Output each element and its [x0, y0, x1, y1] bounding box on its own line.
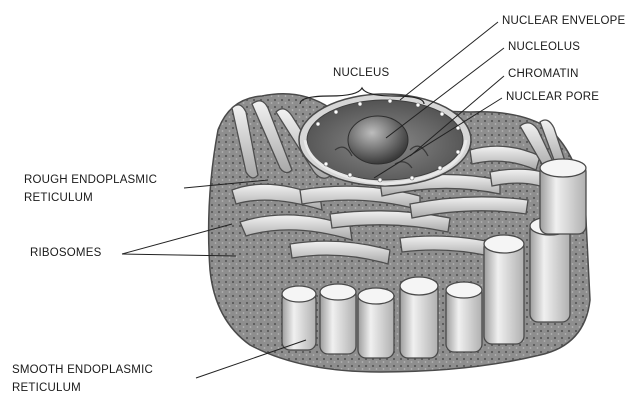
- label-nucleus: NUCLEUS: [333, 65, 389, 82]
- tube-8: [540, 159, 586, 234]
- label-chromatin: CHROMATIN: [508, 66, 579, 83]
- label-smooth-er-line2: RETICULUM: [12, 380, 81, 397]
- label-nucleolus: NUCLEOLUS: [508, 39, 580, 56]
- label-rough-er-line2: RETICULUM: [24, 190, 93, 207]
- label-ribosomes: RIBOSOMES: [30, 245, 101, 262]
- nucleolus-body: [348, 116, 408, 164]
- tube-2: [320, 284, 356, 354]
- tube-4: [400, 277, 438, 358]
- label-rough-er-line1: ROUGH ENDOPLASMIC: [24, 172, 157, 189]
- tube-1: [282, 286, 316, 350]
- nucleus: [299, 94, 471, 186]
- tube-3: [358, 288, 394, 358]
- tube-6: [484, 235, 524, 344]
- label-nuclear-envelope: NUCLEAR ENVELOPE: [502, 13, 625, 30]
- label-nuclear-pore: NUCLEAR PORE: [506, 89, 599, 106]
- label-smooth-er-line1: SMOOTH ENDOPLASMIC: [12, 362, 153, 379]
- tube-5: [446, 282, 482, 352]
